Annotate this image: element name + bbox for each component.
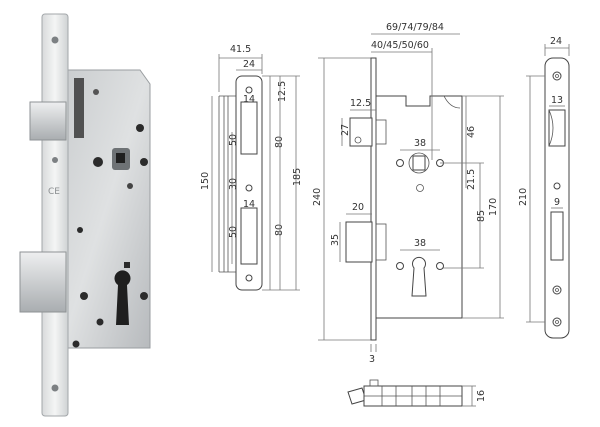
side-upper-span: 80 [274,136,285,148]
front-spindle-hole-left [396,159,404,167]
faceplate-latch-slot [548,109,566,147]
front-cylinder-offset: 38 [414,238,426,249]
side-upper-slot [240,101,258,155]
latch-bolt [29,101,67,141]
faceplate-screw-top [51,36,59,44]
side-lower-latch: 50 [228,226,239,238]
faceplate-screw-1 [552,71,562,81]
side-screw-top [245,86,253,94]
side-width-faceplate: 24 [243,59,255,70]
ce-marking: CE [48,187,60,197]
front-bolt-throw: 20 [352,202,364,213]
side-top-offset: 12.5 [277,81,288,102]
front-view: 240 69/74/79/84 40/45/50/60 27 12.5 38 4… [312,22,504,365]
lock-faceplate [41,13,69,417]
front-total-height: 240 [312,188,323,206]
case-hole-bottom-right [140,292,148,300]
side-lower-span: 80 [274,224,285,236]
front-latch-bolt [349,117,373,147]
front-spindle-offset: 21.5 [466,169,477,190]
case-hole-lower-left [77,227,83,233]
front-plate-thickness: 3 [369,354,375,365]
front-spindle-square-width: 38 [414,138,426,149]
faceplate-bolt-slot [550,211,564,261]
side-lower-slot [240,207,258,265]
front-dead-bolt [345,221,373,263]
side-width-total: 41.5 [230,44,251,55]
front-cylinder-profile [411,256,427,297]
front-spindle-to-top: 46 [466,126,477,138]
front-cyl-hole-left [396,262,404,270]
case-rivet [93,89,99,95]
side-screw-bottom [245,274,253,282]
faceplate-screw-4 [552,317,562,327]
cylinder-hole [114,270,131,325]
bolt-tip [347,387,367,405]
case-hole-lower [96,318,104,326]
spindle-square [116,153,125,163]
side-view: 41.5 24 50 30 50 14 14 150 12.5 80 80 18… [200,44,303,291]
front-center-distance: 85 [476,210,487,222]
case-screw-center [127,183,133,189]
side-upper-latch: 50 [228,134,239,146]
faceplate-bolt-slot-width: 9 [554,197,560,208]
faceplate-latch-slot-width: 13 [551,95,563,106]
bolt-thickness: 16 [476,390,487,402]
side-middle-gap: 30 [228,178,239,190]
faceplate-screw-2 [553,182,561,190]
case-hole-upper-right [136,124,144,132]
case-hole-right [140,158,148,166]
faceplate-screw-mid [52,157,58,163]
side-overall-150: 150 [200,172,211,190]
side-overall-185: 185 [292,168,303,186]
faceplate-view: 24 13 9 210 [518,36,570,339]
faceplate-screw-bottom [51,384,59,392]
case-hole-corner [72,340,80,348]
side-screw-mid [245,184,253,192]
front-latch-height: 27 [340,124,351,136]
front-backset-options: 40/45/50/60 [371,40,429,51]
side-upper-slot-width: 14 [243,94,255,105]
case-slot-top [74,78,84,138]
front-case-height: 170 [488,198,499,216]
front-backset-options-top: 69/74/79/84 [386,22,444,33]
bolt-view: 16 [347,379,487,407]
front-spindle-square [412,155,426,171]
front-latch-offset: 12.5 [350,98,371,109]
case-hole-bottom-left [80,292,88,300]
faceplate-width: 24 [550,36,562,47]
side-lower-slot-width: 14 [243,199,255,210]
faceplate-height: 210 [518,188,529,206]
faceplate-screw-3 [552,285,562,295]
dead-bolt [19,251,67,313]
front-faceplate-strip [370,57,377,341]
front-bolt-height: 35 [330,234,341,246]
front-cyl-hole-right [436,262,444,270]
case-hole-left [93,157,103,167]
case-small-slot [124,262,130,268]
lock-photo: CE [19,13,151,417]
